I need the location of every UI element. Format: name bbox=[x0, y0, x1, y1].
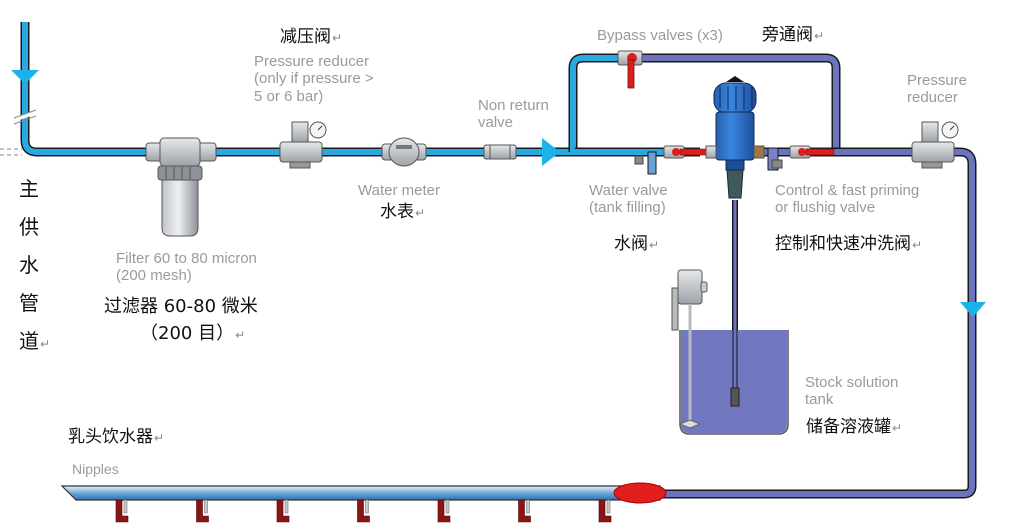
main-supply-char: 道↵ bbox=[19, 329, 51, 353]
nipple-icon bbox=[196, 499, 209, 523]
flow-arrow-right-icon bbox=[542, 138, 560, 166]
pressure-regulator-icon bbox=[613, 482, 667, 504]
bypass-valves-zh: 旁通阀↵ bbox=[762, 25, 825, 45]
bypass-pipe bbox=[568, 53, 841, 152]
pressure-reducer-1-en: Pressure reducer (only if pressure > 5 o… bbox=[254, 53, 374, 105]
main-supply-char: 主 bbox=[19, 177, 39, 201]
control-priming-valve-icon bbox=[767, 145, 835, 171]
main-supply-label: 主 供 水 管 道↵ bbox=[19, 178, 50, 368]
bypass-valve-inlet-icon bbox=[663, 145, 707, 159]
water-meter-icon bbox=[381, 137, 427, 167]
flow-arrow-down-icon bbox=[11, 70, 39, 84]
main-supply-char: 管 bbox=[19, 291, 39, 315]
nipple-icon bbox=[357, 499, 370, 523]
stock-solution-tank-icon bbox=[679, 200, 789, 435]
nipple-icon bbox=[598, 499, 612, 523]
nipple-icon bbox=[518, 499, 531, 523]
pressure-reducer-2-en: Pressure reducer bbox=[907, 72, 968, 107]
nipple-icon bbox=[437, 499, 451, 523]
water-meter-en: Water meter bbox=[358, 182, 440, 199]
pressure-reducer-1-icon bbox=[279, 121, 327, 169]
water-valve-zh: 水阀↵ bbox=[614, 234, 660, 254]
bypass-valves-en: Bypass valves (x3) bbox=[597, 27, 723, 44]
pressure-reducer-1-zh: 减压阀↵ bbox=[280, 27, 343, 47]
filter-zh: 过滤器 60-80 微米 （200 目）↵ bbox=[104, 296, 258, 344]
mixer-motor-icon bbox=[671, 269, 708, 429]
pressure-reducer-2-icon bbox=[911, 121, 959, 169]
non-return-valve-icon bbox=[483, 144, 517, 160]
nipple-drinker-line bbox=[60, 482, 667, 504]
main-supply-char: 供 bbox=[19, 215, 39, 239]
dosing-pump-icon bbox=[705, 76, 765, 199]
nipple-icon bbox=[276, 499, 290, 523]
main-supply-char: 水 bbox=[19, 253, 39, 277]
stock-tank-en: Stock solution tank bbox=[805, 374, 899, 409]
water-valve-icon bbox=[634, 151, 657, 175]
main-supply-pipe bbox=[0, 22, 575, 157]
non-return-valve-en: Non return valve bbox=[478, 97, 549, 132]
nipples-zh: 乳头饮水器↵ bbox=[68, 427, 165, 447]
control-valve-zh: 控制和快速冲洗阀↵ bbox=[775, 234, 923, 254]
filter-icon bbox=[145, 137, 217, 237]
water-valve-en: Water valve (tank filling) bbox=[589, 182, 668, 217]
stock-tank-zh: 储备溶液罐↵ bbox=[806, 417, 903, 437]
bypass-valve-top-icon bbox=[617, 50, 643, 89]
nipples-en: Nipples bbox=[72, 461, 119, 477]
nipples-group bbox=[115, 499, 612, 523]
water-meter-zh: 水表↵ bbox=[380, 202, 426, 222]
filter-en: Filter 60 to 80 micron (200 mesh) bbox=[116, 250, 257, 285]
control-valve-en: Control & fast priming or flushig valve bbox=[775, 182, 920, 217]
nipple-icon bbox=[115, 499, 129, 523]
flow-arrow-down-icon bbox=[960, 302, 986, 317]
